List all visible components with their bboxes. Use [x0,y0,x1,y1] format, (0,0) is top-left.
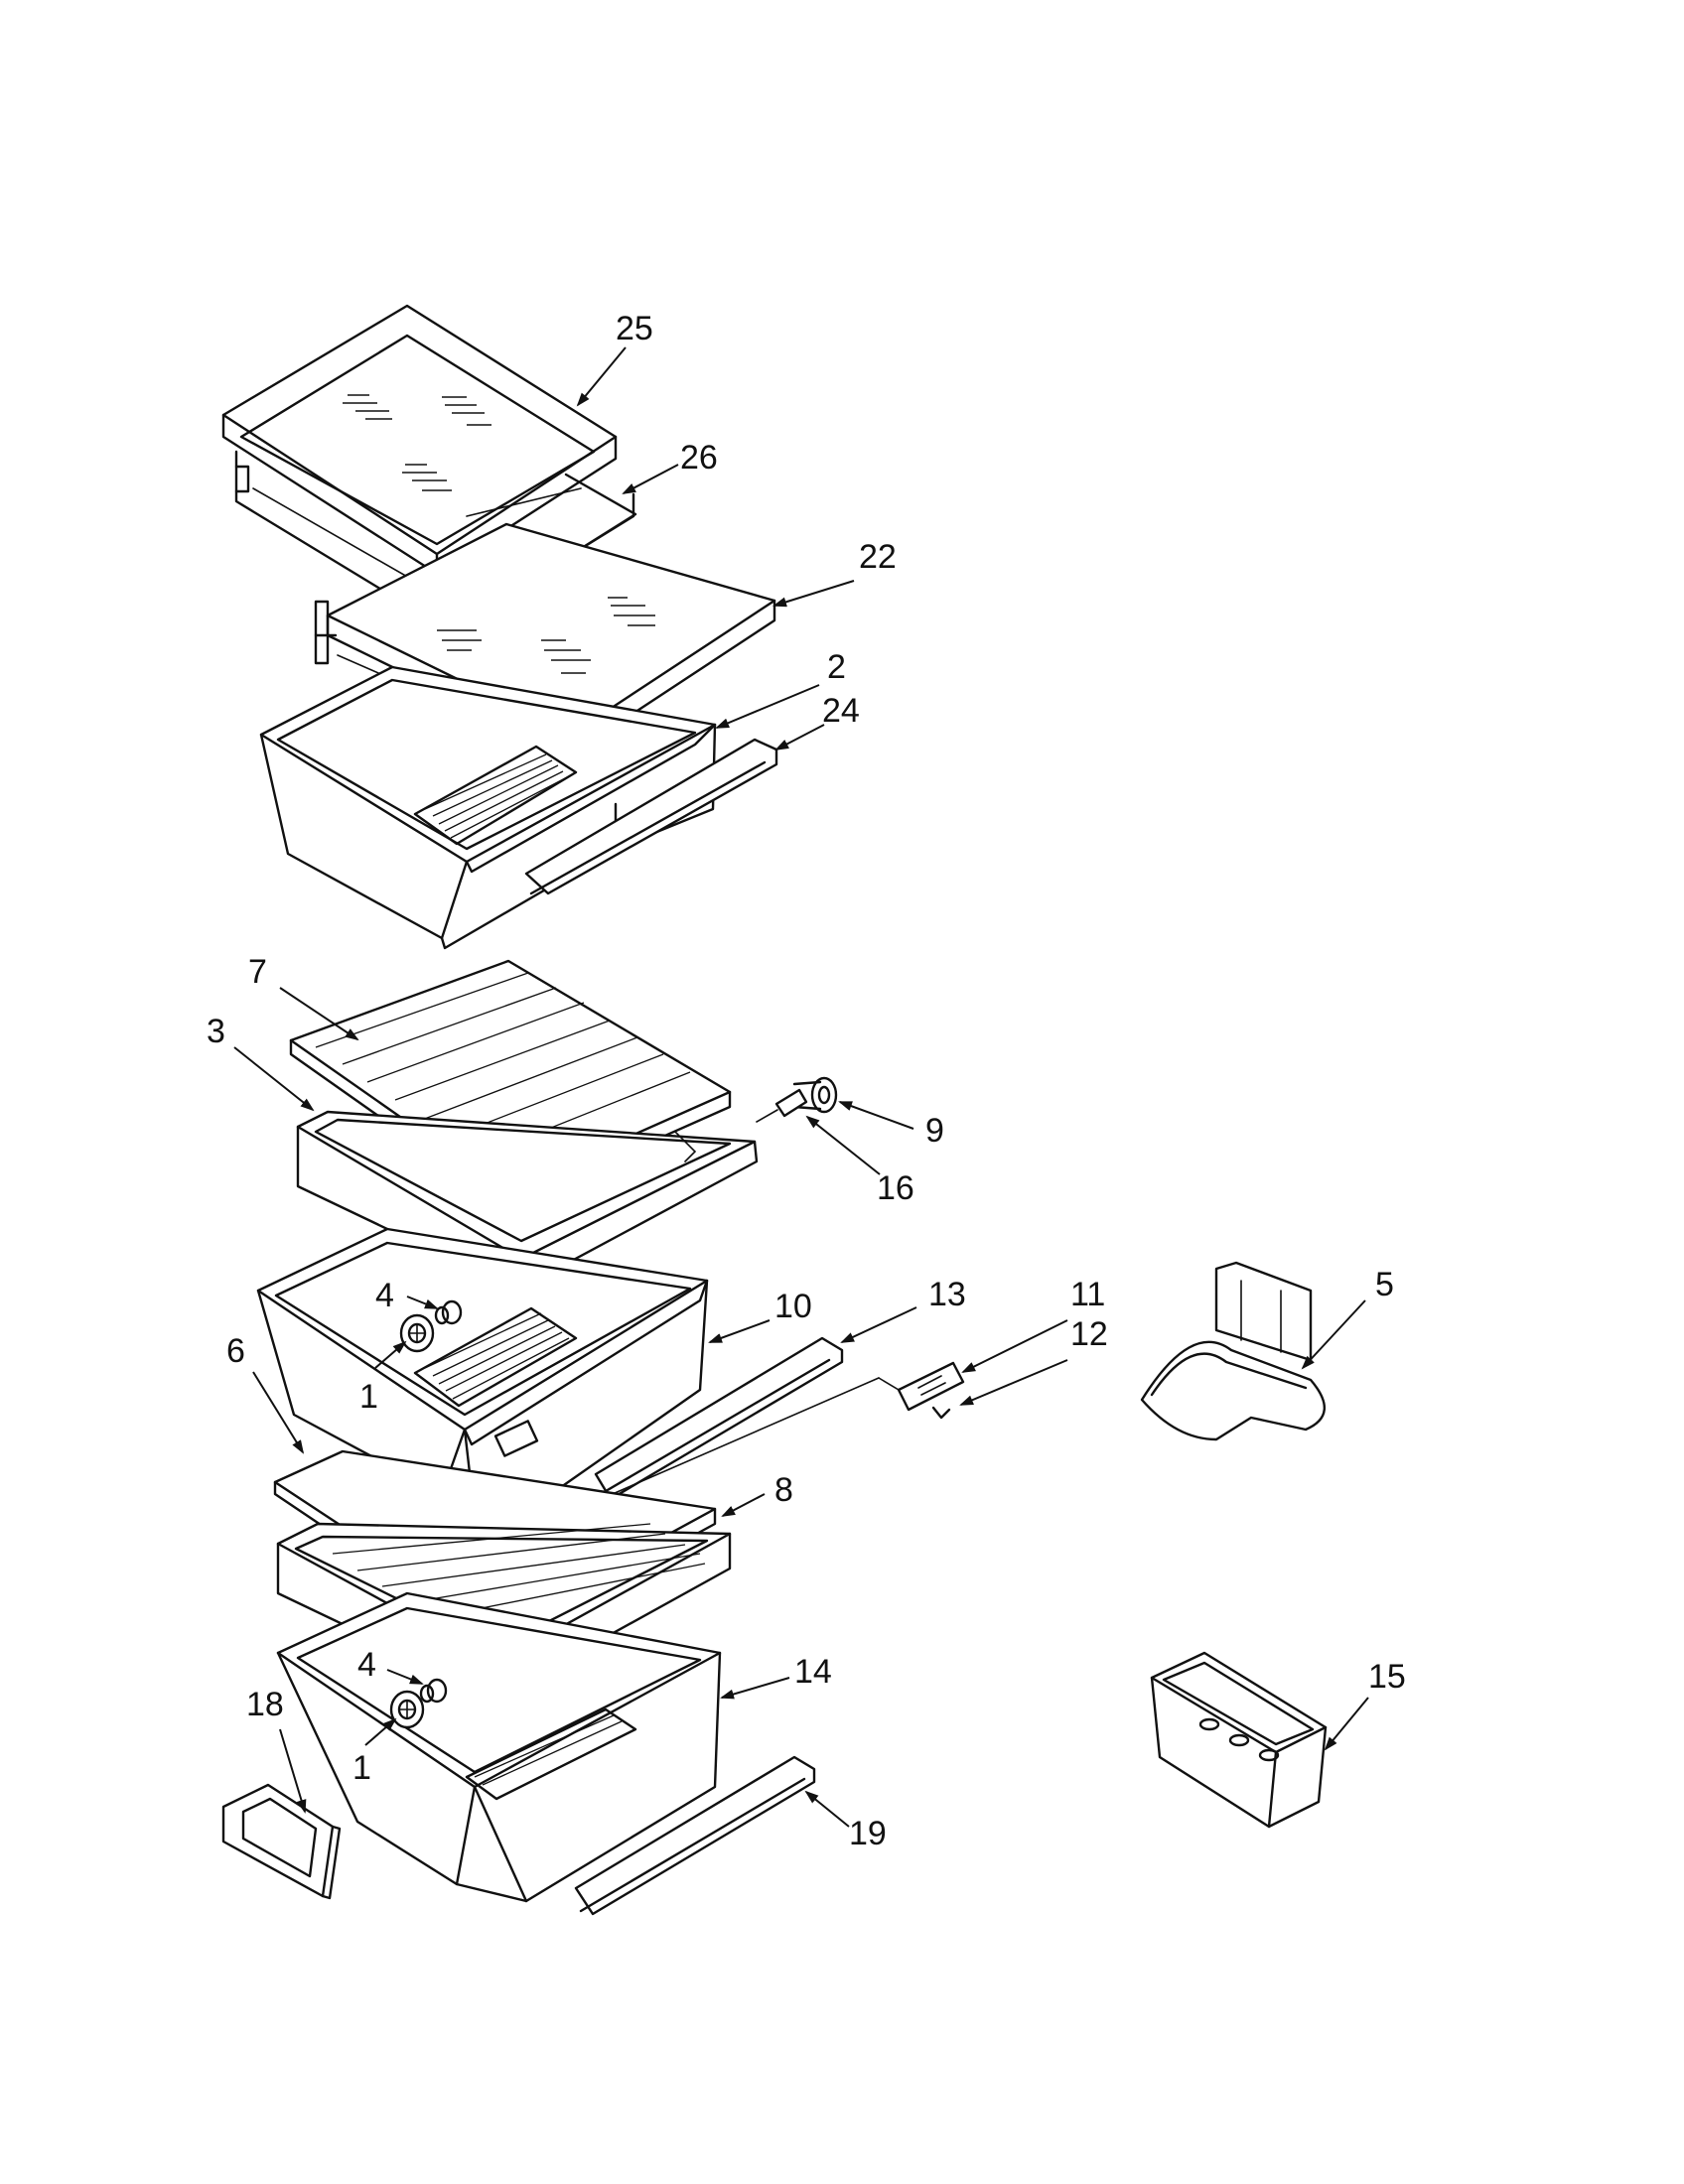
crisper-grille-middle [413,1306,578,1408]
part-14-crisper-pan [276,1591,722,1903]
part-18-label-plate [221,1783,342,1900]
part-9-roller-wheel [792,1076,838,1114]
part-1-wheel-bottom [389,1690,425,1729]
part-4-roller-bottom [419,1678,448,1704]
callout-8: 8 [774,1471,793,1509]
callout-4-bottom: 4 [357,1646,376,1684]
part-13-handle-strip [594,1336,844,1501]
part-15-door-bin [1150,1651,1328,1829]
glass-reflection-marks [343,394,491,491]
part-25-glass-shelf [221,304,635,632]
callout-2: 2 [827,648,846,686]
callout-25: 25 [616,310,653,347]
callout-26: 26 [680,439,718,477]
part-24-handle-strip [524,738,778,895]
callout-18: 18 [246,1686,284,1723]
crisper-grille-bottom [465,1707,637,1801]
callout-10: 10 [774,1288,812,1325]
part-3-shelf-frame [296,1110,759,1293]
callout-labels: 25 26 22 2 24 7 3 9 16 4 10 13 11 12 5 1… [207,310,1406,1852]
callout-11: 11 [1070,1276,1105,1313]
callout-22: 22 [859,538,897,576]
callout-14: 14 [794,1653,832,1691]
callout-19: 19 [849,1815,887,1852]
part-1-wheel-middle [399,1313,435,1353]
callout-13: 13 [928,1276,966,1313]
callout-3: 3 [207,1013,225,1050]
callout-4-middle: 4 [375,1277,394,1314]
part-12-control-bracket [931,1406,951,1420]
part-4-roller-middle [434,1299,463,1325]
callout-9: 9 [925,1112,944,1150]
callout-1-bottom: 1 [352,1749,371,1787]
callout-5: 5 [1375,1266,1394,1303]
shelf-8-ribs [332,1523,706,1619]
leader-lines [233,346,1369,1828]
part-11-control-slide [897,1361,965,1412]
part-16-axle-screw [756,1088,808,1123]
callout-7: 7 [248,953,267,991]
callout-12: 12 [1070,1315,1108,1353]
crisper-grille-top [413,745,578,846]
callout-24: 24 [822,692,860,730]
cover-reflection-marks [437,597,655,674]
callout-6: 6 [226,1332,245,1370]
part-5-door-bin [1140,1261,1327,1441]
part-19-handle-strip [574,1755,816,1916]
callout-1-middle: 1 [359,1378,378,1416]
callout-15: 15 [1368,1658,1406,1696]
callout-16: 16 [877,1169,914,1207]
